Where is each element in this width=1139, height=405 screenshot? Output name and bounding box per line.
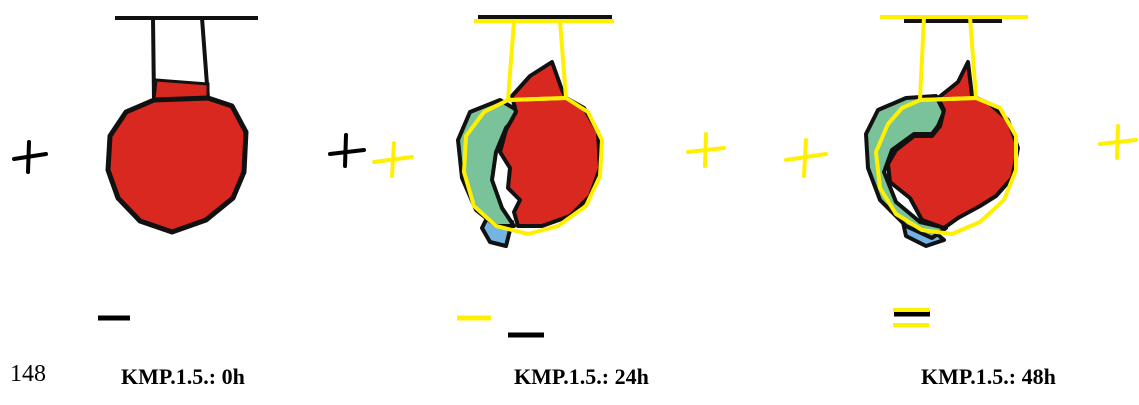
plus-sign	[14, 142, 46, 172]
cell-body	[500, 62, 600, 226]
page-number: 148	[10, 361, 46, 388]
cell-body	[108, 98, 246, 232]
plus-sign-old	[330, 135, 364, 166]
panel-label-24h: KMP.1.5.: 24h	[514, 364, 649, 390]
plus-sign-new	[374, 143, 412, 176]
panel-48h	[786, 17, 1136, 325]
plus-sign-left	[786, 140, 826, 176]
panel-label-0h: KMP.1.5.: 0h	[121, 364, 245, 390]
plus-sign-right	[1100, 126, 1136, 158]
panel-label-48h: KMP.1.5.: 48h	[921, 364, 1056, 390]
panel-24h	[330, 17, 724, 335]
panel-0h	[14, 18, 258, 318]
plus-sign-right	[688, 134, 724, 166]
